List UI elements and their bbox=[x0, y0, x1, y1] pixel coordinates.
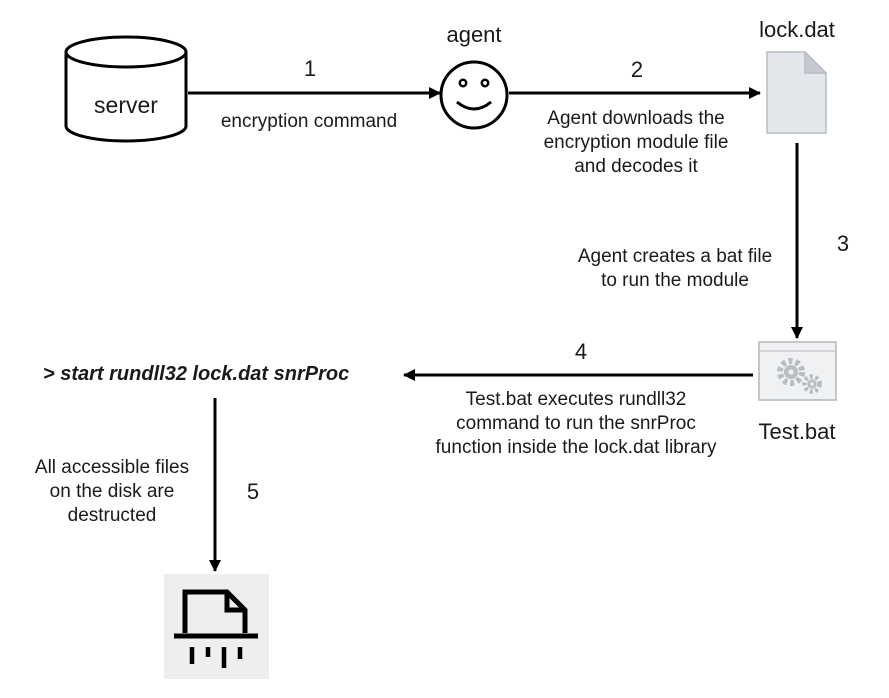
agent-label: agent bbox=[446, 22, 502, 47]
step-5-line-3: destructed bbox=[67, 505, 157, 526]
step-5-line-1: All accessible files bbox=[34, 457, 190, 478]
server-label: server bbox=[94, 92, 158, 118]
step-1-description: encryption command bbox=[194, 110, 424, 134]
gears-batch-file-icon bbox=[758, 341, 837, 401]
step-2-line-3: and decodes it bbox=[574, 156, 698, 177]
step-2-description: Agent downloads the encryption module fi… bbox=[513, 107, 759, 179]
test-bat-label: Test.bat bbox=[758, 419, 836, 444]
step-3-number: 3 bbox=[836, 231, 850, 256]
step-4-line-1: Test.bat executes rundll32 bbox=[465, 389, 687, 410]
step-5-number: 5 bbox=[246, 479, 260, 504]
lock-dat-label: lock.dat bbox=[759, 17, 835, 42]
document-file-icon bbox=[766, 50, 828, 134]
step-1-line-1: encryption command bbox=[220, 111, 398, 132]
step-2-line-1: Agent downloads the bbox=[547, 108, 725, 129]
step-5-description: All accessible files on the disk are des… bbox=[14, 456, 210, 528]
step-3-line-2: to run the module bbox=[601, 270, 749, 291]
step-2-number: 2 bbox=[630, 57, 644, 82]
step-5-line-2: on the disk are bbox=[49, 481, 175, 502]
step-4-line-3: function inside the lock.dat library bbox=[435, 437, 717, 458]
smiley-face-icon bbox=[439, 60, 509, 130]
step-3-line-1: Agent creates a bat file bbox=[577, 246, 773, 267]
step-4-description: Test.bat executes rundll32 command to ru… bbox=[400, 388, 752, 460]
file-shredder-icon bbox=[164, 574, 269, 679]
database-cylinder-icon bbox=[64, 35, 188, 143]
rundll32-command: > start rundll32 lock.dat snrProc bbox=[43, 363, 350, 385]
step-4-number: 4 bbox=[574, 339, 588, 364]
step-3-description: Agent creates a bat file to run the modu… bbox=[548, 245, 802, 293]
step-4-line-2: command to run the snrProc bbox=[456, 413, 696, 434]
step-1-number: 1 bbox=[303, 56, 317, 81]
step-2-line-2: encryption module file bbox=[543, 132, 729, 153]
